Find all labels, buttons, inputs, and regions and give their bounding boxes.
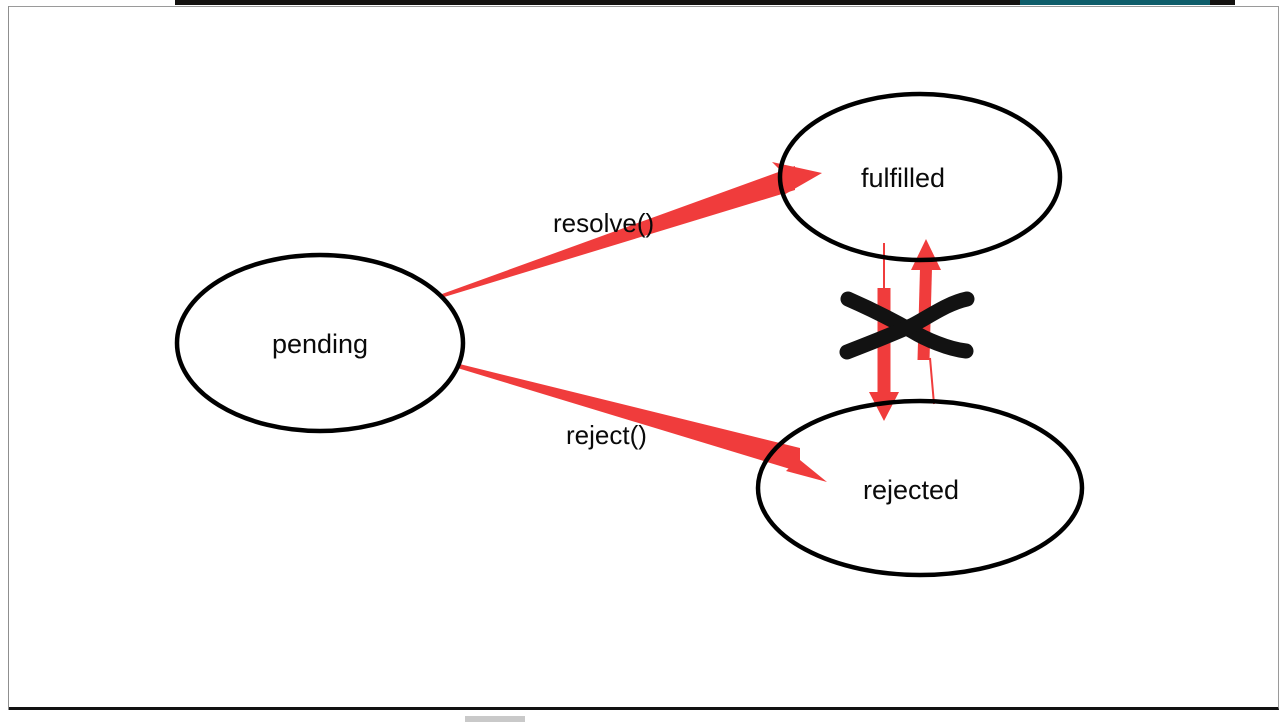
- node-fulfilled-label: fulfilled: [861, 163, 945, 193]
- node-pending[interactable]: pending: [174, 252, 466, 434]
- edge-rejected-to-fulfilled-tail: [929, 357, 935, 405]
- edge-reject-label: reject(): [566, 420, 647, 450]
- canvas-bottom-handle[interactable]: [465, 716, 525, 722]
- edge-rejected-to-fulfilled-arrowhead: [911, 239, 941, 270]
- edge-reject[interactable]: reject(): [413, 352, 827, 483]
- node-pending-label: pending: [272, 329, 368, 359]
- background-window-strip-accent: [1020, 0, 1210, 5]
- node-rejected[interactable]: rejected: [755, 398, 1085, 578]
- node-pending-shape: [174, 252, 466, 434]
- no-transition-cross-icon: [839, 291, 975, 360]
- node-rejected-label: rejected: [863, 475, 959, 505]
- cross-stroke-b: [839, 291, 975, 360]
- edge-reject-shaft: [413, 352, 800, 472]
- edge-resolve-label: resolve(): [553, 208, 654, 238]
- edge-resolve-arrowhead: [772, 162, 822, 196]
- node-fulfilled[interactable]: fulfilled: [777, 91, 1063, 263]
- edge-resolve[interactable]: resolve(): [413, 162, 822, 307]
- background-window-strip: [175, 0, 1235, 5]
- canvas-left-edge: [8, 6, 9, 710]
- edge-reject-arrowhead: [784, 447, 827, 482]
- edge-resolve-shaft: [413, 166, 795, 307]
- edge-fulfilled-to-rejected-arrowhead: [869, 392, 899, 421]
- node-rejected-shape: [755, 398, 1085, 578]
- node-fulfilled-shape: [777, 91, 1063, 263]
